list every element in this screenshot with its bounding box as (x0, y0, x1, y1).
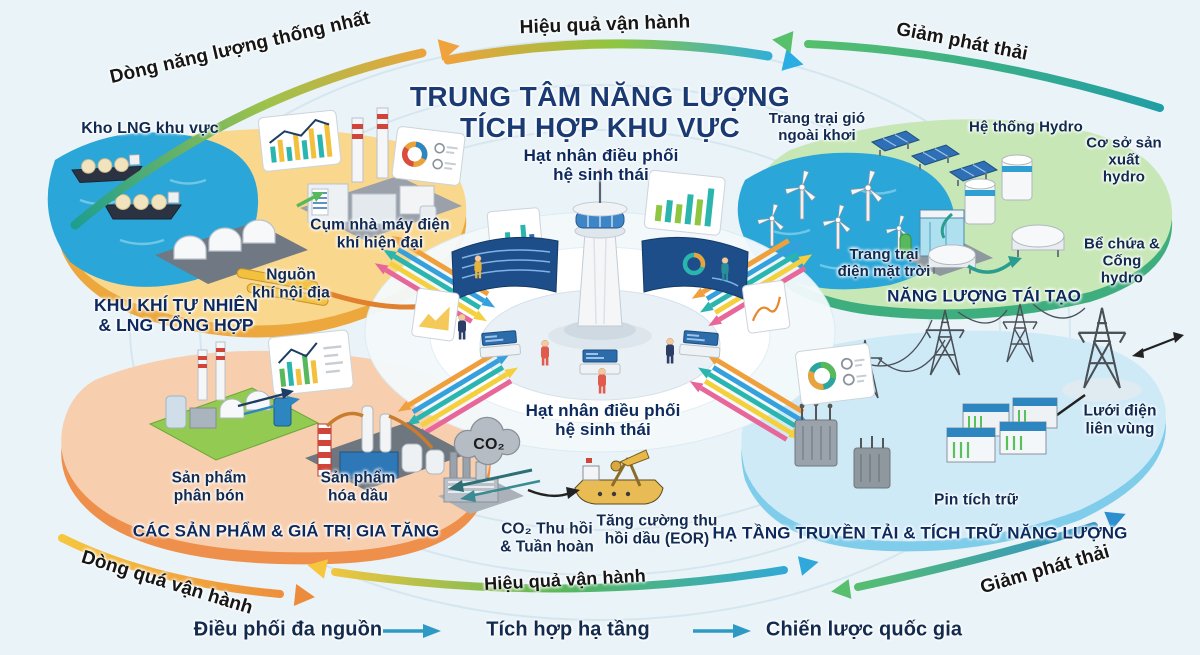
chart-card-grid (795, 343, 875, 406)
gas-power-plant (296, 107, 462, 240)
footer-step-integration: Tích hợp hạ tầng (486, 618, 650, 641)
flow-arrow-top-right (772, 31, 1164, 112)
transmission-towers (847, 303, 1184, 432)
page-title-line2: TÍCH HỢP KHU VỰC (459, 112, 741, 144)
label-solar-farm: Trang trại điện mặt trời (837, 246, 931, 280)
label-regional-grid: Lưới điện liên vùng (1083, 402, 1157, 438)
curved-screens (411, 236, 791, 342)
chart-card-hub-right (643, 169, 726, 236)
footer-step-strategy: Chiến lược quốc gia (765, 618, 963, 641)
section-title-gas: KHU KHÍ TỰ NHIÊN & LNG TỔNG HỢP (94, 295, 258, 335)
footer-arrow-icon (693, 624, 751, 638)
label-domestic-gas: Nguồn khí nội địa (252, 266, 330, 302)
flow-arrow-top-left (70, 39, 460, 230)
hub-label-bottom: Hạt nhân điều phối hệ sinh thái (525, 400, 681, 439)
lng-tanks (155, 219, 308, 284)
section-title-products: CÁC SẢN PHẨM & GIÁ TRỊ GIA TĂNG (132, 521, 440, 541)
transformers (794, 401, 891, 489)
section-title-renewables: NĂNG LƯỢNG TÁI TẠO (887, 286, 1081, 306)
footer-step-coordination: Điều phối đa nguồn (193, 618, 383, 641)
storage-domes (927, 224, 1065, 275)
gas-pipes (236, 268, 453, 310)
label-hydro-storage: Bể chứa & Cống hydro (1084, 235, 1160, 287)
label-fertilizer: Sản phẩm phân bón (171, 469, 247, 505)
footer-arrow-icon (383, 624, 441, 638)
label-co2: CO₂ (473, 435, 505, 453)
page-title-line1: TRUNG TÂM NĂNG LƯỢNG (409, 81, 791, 113)
label-gas-power-cluster: Cụm nhà máy điện khí hiện đại (310, 216, 450, 252)
chart-card-donut-gas (391, 126, 466, 186)
label-petrochemical: Sản phẩm hóa dầu (320, 469, 396, 505)
eor-boat (574, 449, 664, 505)
label-hydro-system: Hệ thống Hydro (969, 118, 1083, 136)
control-tower (548, 169, 652, 350)
chart-card-products (267, 329, 354, 396)
connector-arrows (237, 388, 580, 502)
label-co2-capture: CO₂ Thu hồi & Tuần hoàn (500, 520, 594, 556)
battery-containers (946, 397, 1058, 463)
hub-label-top: Hạt nhân điều phối hệ sinh thái (523, 145, 679, 184)
flow-arrow-bottom-right (831, 511, 1126, 599)
section-title-grid: HẠ TẦNG TRUYỀN TẢI & TÍCH TRỮ NĂNG LƯỢNG (712, 523, 1128, 543)
chart-card-gas (257, 109, 342, 172)
co2-cloud (453, 416, 521, 466)
petrochemical-plant (305, 405, 468, 490)
label-eor: Tăng cường thu hồi dầu (EOR) (596, 512, 718, 548)
label-hydro-plant: Cơ sở sản xuất hydro (1086, 134, 1162, 186)
label-battery-storage: Pin tích trữ (934, 491, 1018, 509)
flow-arrow-bottom-center (307, 556, 819, 593)
flow-arrow-bottom-left (58, 534, 315, 606)
label-offshore-wind: Trang trại gió ngoài khơi (768, 110, 866, 144)
hydrogen-tanks (940, 154, 1033, 239)
flow-arrow-top-center (443, 39, 804, 71)
label-lng-terminal: Kho LNG khu vực (81, 119, 219, 137)
